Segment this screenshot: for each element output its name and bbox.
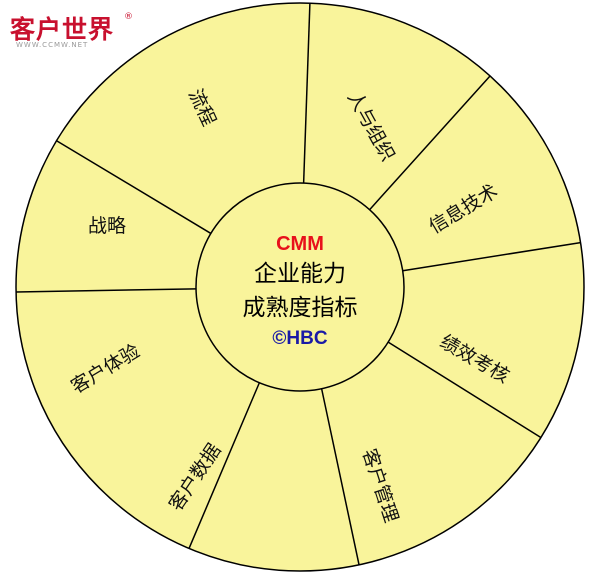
segment-divider	[369, 75, 491, 211]
logo: 客户世界 ® WWW.CCMW.NET	[10, 10, 135, 60]
segment-divider	[16, 288, 197, 293]
inner-circle	[195, 182, 405, 392]
segment-divider	[402, 241, 581, 272]
logo-website: WWW.CCMW.NET	[16, 41, 89, 49]
center-copyright: ©HBC	[272, 328, 327, 349]
logo-text: 客户世界	[10, 15, 115, 44]
segment-divider	[56, 140, 212, 235]
segment-divider	[302, 3, 311, 184]
segment-dividers	[16, 3, 581, 565]
segment-divider	[320, 388, 360, 565]
center-title: CMM	[276, 233, 324, 255]
segment-divider	[387, 341, 542, 439]
registered-mark: ®	[124, 12, 133, 22]
segment-divider	[188, 382, 261, 549]
center-line-2: 成熟度指标	[243, 295, 358, 321]
segment-label: 战略	[88, 215, 126, 237]
center-line-1: 企业能力	[254, 261, 346, 287]
